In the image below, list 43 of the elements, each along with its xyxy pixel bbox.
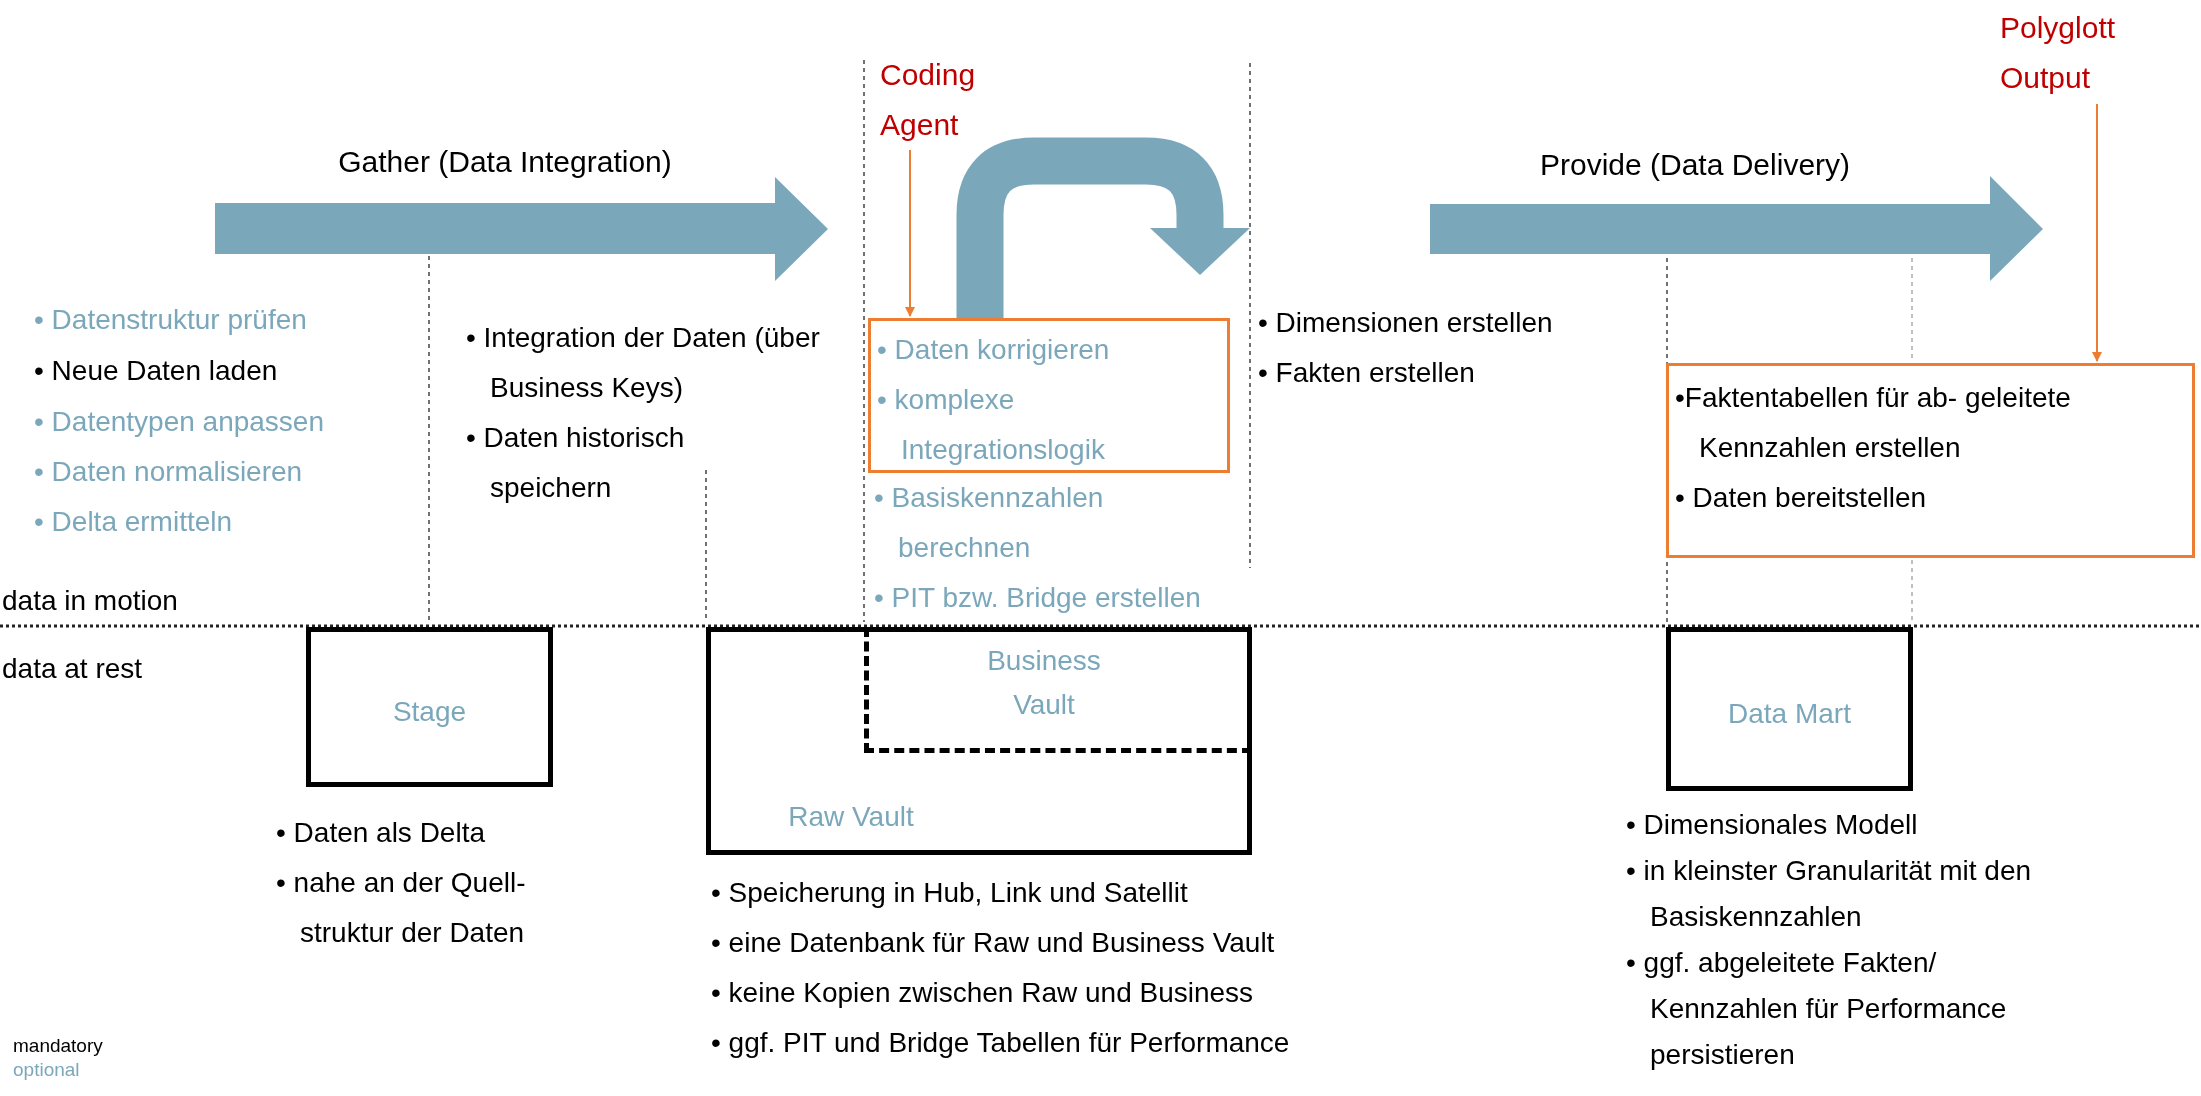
bullet-item: • Neue Daten laden (34, 354, 278, 388)
bullet-item: • Fakten erstellen (1258, 356, 1475, 390)
bullet-item: • Daten als Delta (276, 816, 486, 850)
bullet-item: • PIT bzw. Bridge erstellen (874, 581, 1201, 615)
box-title: Raw Vault (787, 800, 915, 834)
bullet-item: • eine Datenbank für Raw und Business Vault (711, 926, 1276, 960)
arrow (905, 149, 915, 317)
box-title: Data Mart (1727, 697, 1852, 731)
annotation-text: Polyglott Output (2000, 3, 2170, 104)
bullet-item: • keine Kopien zwischen Raw und Business (711, 976, 1255, 1010)
bullet-item: • Speicherung in Hub, Link und Satellit (711, 876, 1189, 910)
bullet-item: • Dimensionales Modell (1626, 808, 1919, 842)
bullet-item: • Datentypen anpassen (34, 405, 324, 439)
bullet-item: • Daten normalisieren (34, 455, 303, 489)
zone-label: data in motion (2, 584, 178, 618)
bullet-item: • Dimensionen erstellen (1258, 306, 1553, 340)
annotation-text: Coding Agent (880, 50, 1020, 150)
storage-box (706, 627, 1252, 855)
phase-label: Gather (Data Integration) (337, 144, 673, 180)
bullet-item: • Basiskennzahlen berechnen (874, 481, 1105, 565)
bullet-item: • ggf. PIT und Bridge Tabellen für Performance (711, 1026, 1291, 1060)
storage-box (1666, 627, 1913, 791)
highlight-box (1666, 363, 2195, 558)
bullet-item: • Datenstruktur prüfen (34, 303, 307, 337)
bullet-item: • Daten bereitstellen (1675, 481, 1928, 515)
legend-text: mandatory (13, 1034, 103, 1058)
box-title: Business Vault (986, 644, 1102, 722)
phase-label: Provide (Data Delivery) (1538, 147, 1852, 183)
highlight-box (868, 318, 1230, 473)
box-title: Stage (391, 695, 468, 729)
bullet-item: • ggf. abgeleitete Fakten/ Kennzahlen für Performance persistieren (1626, 946, 2008, 1072)
storage-box (306, 627, 553, 787)
bullet-item: • Daten korrigieren (877, 333, 1111, 367)
bullet-item: •Faktentabellen für ab- geleitete Kennzahlen erstellen (1675, 381, 2072, 465)
bullet-item: • nahe an der Quell- struktur der Daten (276, 866, 527, 950)
legend-text: optional (13, 1058, 80, 1082)
bullet-item: • Integration der Daten (über Business Keys) (466, 321, 820, 405)
zone-label: data at rest (2, 652, 143, 686)
bullet-item: • in kleinster Granularität mit den Basiskennzahlen (1626, 854, 2033, 934)
bullet-item: • Daten historisch speichern (466, 421, 686, 505)
bullet-item: • Delta ermitteln (34, 505, 233, 539)
bullet-item: • komplexe Integrationslogik (877, 383, 1106, 467)
arrow (2092, 103, 2102, 362)
